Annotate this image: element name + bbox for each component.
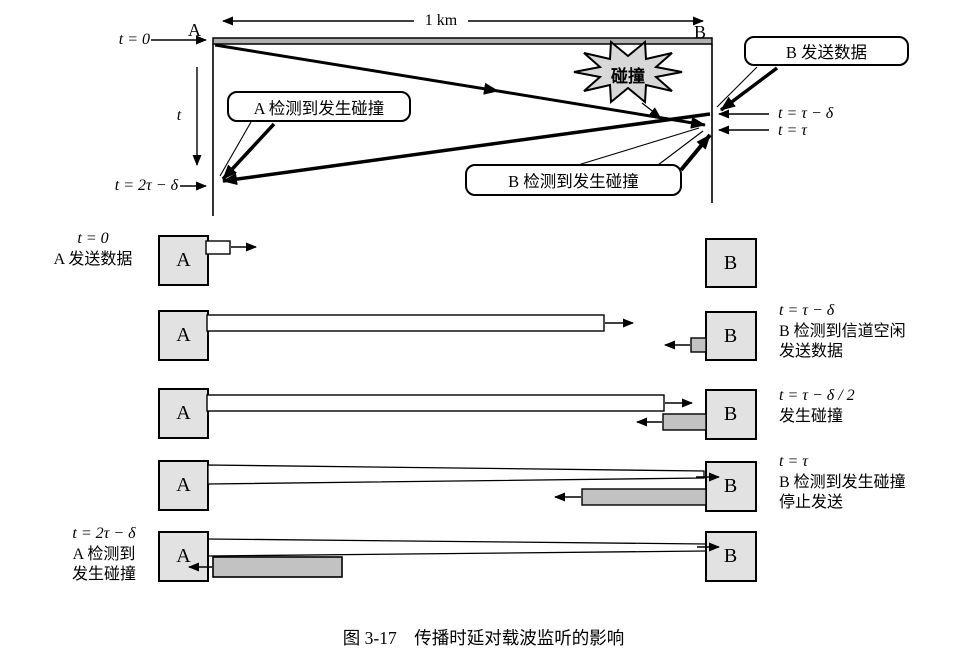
propagation-a-to-b-first bbox=[214, 43, 499, 95]
row4-label-line2: B 检测到发生碰撞 bbox=[779, 473, 906, 491]
signal-a-row1 bbox=[205, 240, 231, 255]
station-box-b-row1 bbox=[705, 238, 757, 288]
bus-line bbox=[212, 37, 713, 45]
station-box-a-row5 bbox=[158, 531, 209, 582]
row1-label: t = 0 A 发送数据 bbox=[33, 229, 153, 270]
callout-b-detect-pointer-line-1 bbox=[577, 127, 700, 166]
row2-label-line3: 发送数据 bbox=[779, 343, 844, 360]
station-b-label-top: B bbox=[694, 22, 707, 42]
station-box-b-row4 bbox=[705, 461, 757, 512]
signal-a-line1-row5 bbox=[207, 538, 707, 545]
station-a-letter-row3: A bbox=[176, 401, 191, 424]
station-box-a-row3 bbox=[158, 388, 209, 439]
station-a-letter-row1: A bbox=[176, 248, 191, 271]
station-box-a-row4 bbox=[158, 460, 209, 511]
station-box-a-row2 bbox=[158, 310, 209, 361]
callout-b-send: B 发送数据 bbox=[744, 36, 909, 66]
callout-b-detect: B 检测到发生碰撞 bbox=[465, 164, 682, 196]
collision-label: 碰撞 bbox=[611, 67, 645, 86]
station-a-letter-row2: A bbox=[176, 323, 191, 346]
signal-b-row4 bbox=[581, 488, 707, 506]
station-b-letter-row1: B bbox=[723, 251, 738, 274]
row3-label: t = τ − δ / 2 发生碰撞 bbox=[779, 386, 964, 427]
station-b-letter-row2: B bbox=[723, 324, 738, 347]
collision-star bbox=[573, 39, 683, 105]
callout-b-send-tail-arrow bbox=[719, 66, 779, 112]
signal-b-row5 bbox=[212, 556, 343, 578]
row1-label-line2: A 发送数据 bbox=[53, 250, 133, 268]
signal-a-row2 bbox=[206, 314, 605, 332]
row4-label-line1: t = τ bbox=[779, 453, 808, 470]
signal-b-row3 bbox=[662, 413, 707, 431]
callout-a-detect: A 检测到发生碰撞 bbox=[227, 91, 411, 122]
row2-label-line2: B 检测到信道空闲 bbox=[779, 322, 906, 340]
row2-label: t = τ − δ B 检测到信道空闲 发送数据 bbox=[779, 301, 964, 363]
figure-caption: 图 3-17 传播时延对载波监听的影响 bbox=[342, 628, 625, 648]
collision-pointer-arrow bbox=[641, 102, 661, 118]
row5-label-line1: t = 2τ − δ bbox=[72, 525, 136, 542]
t-2tau-delta-label: t = 2τ − δ bbox=[114, 177, 178, 194]
station-box-a-row1 bbox=[158, 235, 209, 286]
signal-a-row3 bbox=[206, 394, 665, 412]
signal-a-row4 bbox=[207, 464, 705, 485]
row2-label-line1: t = τ − δ bbox=[779, 302, 835, 319]
signal-a-line2-row5 bbox=[207, 550, 707, 557]
station-box-b-row5 bbox=[705, 531, 757, 582]
station-b-letter-row3: B bbox=[723, 402, 738, 425]
row5-label: t = 2τ − δ A 检测到 发生碰撞 bbox=[50, 524, 158, 586]
callout-a-tail-arrow bbox=[221, 122, 276, 181]
station-box-b-row3 bbox=[705, 389, 757, 440]
time-axis-label: t bbox=[176, 107, 182, 124]
callout-b-detect-pointer-line-2 bbox=[657, 130, 704, 166]
row3-label-line1: t = τ − δ / 2 bbox=[779, 387, 855, 404]
station-box-b-row2 bbox=[705, 311, 757, 361]
row1-label-line1: t = 0 bbox=[77, 230, 109, 247]
callout-b-detect-tail-arrow bbox=[679, 133, 712, 172]
propagation-b-to-a bbox=[222, 112, 711, 186]
row4-label-line3: 停止发送 bbox=[779, 494, 844, 511]
row4-label: t = τ B 检测到发生碰撞 停止发送 bbox=[779, 452, 964, 514]
t-tau-label: t = τ bbox=[778, 122, 807, 139]
row5-label-line2: A 检测到 bbox=[72, 545, 136, 563]
distance-label: 1 km bbox=[414, 11, 468, 30]
station-a-label-top: A bbox=[188, 20, 201, 40]
t0-label: t = 0 bbox=[118, 31, 150, 48]
signal-b-row2 bbox=[690, 337, 707, 353]
station-b-letter-row5: B bbox=[723, 544, 738, 567]
row3-label-line2: 发生碰撞 bbox=[779, 407, 844, 425]
row5-label-line3: 发生碰撞 bbox=[71, 566, 136, 583]
station-b-letter-row4: B bbox=[723, 474, 738, 497]
station-a-letter-row5: A bbox=[176, 544, 191, 567]
t-tau-delta-label: t = τ − δ bbox=[778, 105, 834, 122]
station-a-letter-row4: A bbox=[176, 473, 191, 496]
